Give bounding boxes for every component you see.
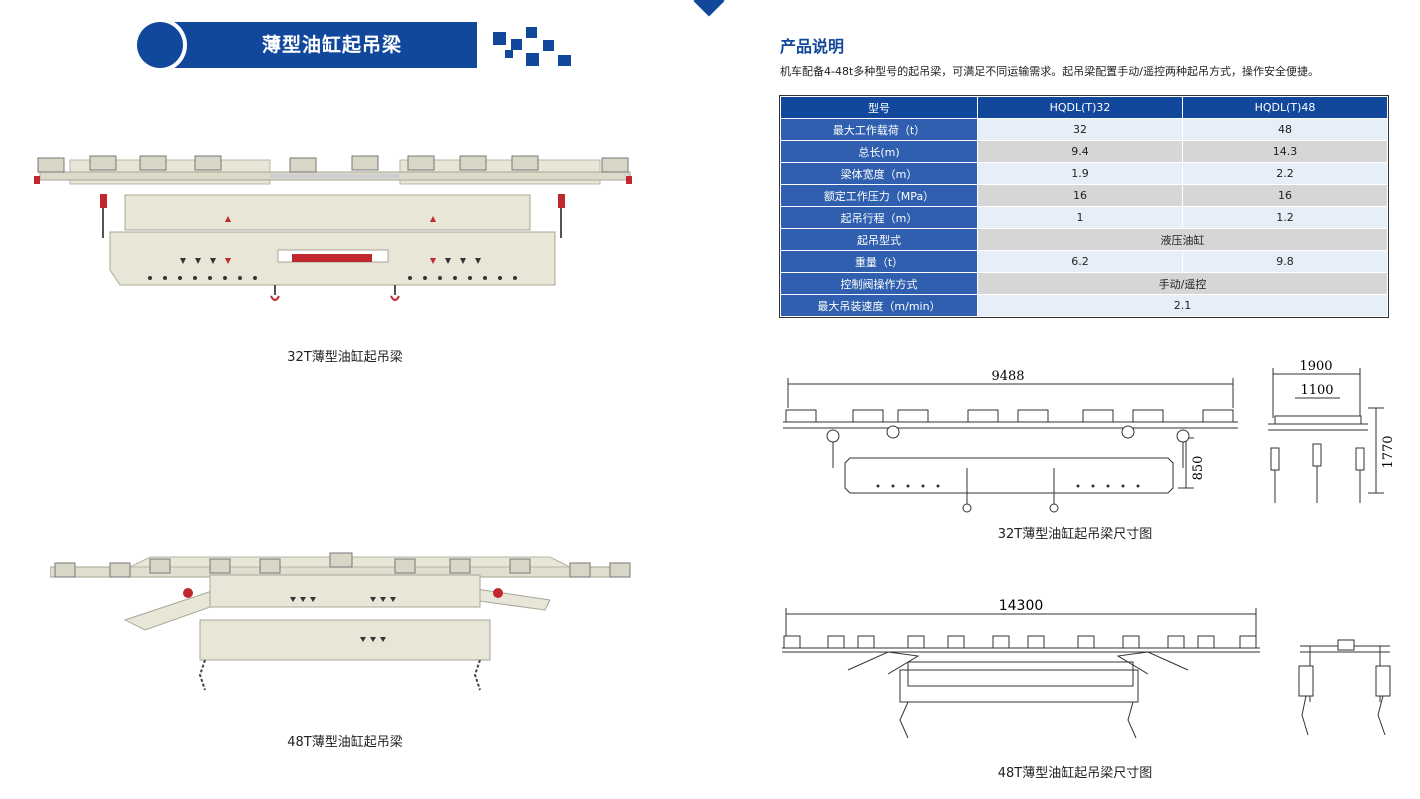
row-value-48t: 14.3 bbox=[1182, 140, 1388, 163]
header-48t: HQDL(T)48 bbox=[1182, 96, 1388, 119]
row-value-32t: 16 bbox=[977, 184, 1183, 207]
header-32t: HQDL(T)32 bbox=[977, 96, 1183, 119]
row-label: 总长(m) bbox=[780, 140, 978, 163]
table-row: 最大工作载荷（t） 32 48 bbox=[780, 118, 1388, 141]
row-value-48t: 16 bbox=[1182, 184, 1388, 207]
row-value-merged: 手动/遥控 bbox=[977, 272, 1388, 295]
caption-drawing-32t: 32T薄型油缸起吊梁尺寸图 bbox=[997, 527, 1153, 542]
banner-bar bbox=[157, 22, 477, 68]
dim-total-height-32t: 1770 bbox=[1381, 435, 1396, 468]
table-row: 起吊型式 液压油缸 bbox=[780, 228, 1388, 251]
drawing-32t: 9488 850 1900 1100 1770 bbox=[783, 359, 1396, 513]
table-row: 梁体宽度（m） 1.9 2.2 bbox=[780, 162, 1388, 185]
row-label: 控制阀操作方式 bbox=[780, 272, 978, 295]
row-value-48t: 48 bbox=[1182, 118, 1388, 141]
dim-width-outer-32t: 1900 bbox=[1299, 359, 1332, 374]
row-label: 最大工作载荷（t） bbox=[780, 118, 978, 141]
section-title: 产品说明 bbox=[780, 37, 845, 56]
table-row: 重量（t） 6.2 9.8 bbox=[780, 250, 1388, 273]
section-description: 机车配备4-48t多种型号的起吊梁，可满足不同运输需求。起吊梁配置手动/遥控两种… bbox=[780, 65, 1319, 78]
row-value-merged: 液压油缸 bbox=[977, 228, 1388, 251]
row-label: 最大吊装速度（m/min） bbox=[780, 294, 978, 317]
dim-length-48t: 14300 bbox=[999, 598, 1044, 614]
beam-32t-image bbox=[34, 155, 632, 301]
dim-width-inner-32t: 1100 bbox=[1300, 383, 1333, 398]
section-banner: 薄型油缸起吊梁 bbox=[137, 22, 477, 68]
caption-32t: 32T薄型油缸起吊梁 bbox=[287, 350, 403, 365]
table-row: 控制阀操作方式 手动/遥控 bbox=[780, 272, 1388, 295]
dim-height-32t: 850 bbox=[1191, 456, 1206, 481]
row-value-48t: 1.2 bbox=[1182, 206, 1388, 229]
table-row: 额定工作压力（MPa） 16 16 bbox=[780, 184, 1388, 207]
header-model: 型号 bbox=[780, 96, 978, 119]
table-header-row: 型号 HQDL(T)32 HQDL(T)48 bbox=[780, 96, 1388, 119]
drawing-48t: 14300 bbox=[782, 598, 1391, 739]
banner-title: 薄型油缸起吊梁 bbox=[261, 34, 402, 56]
banner-circle bbox=[137, 22, 183, 68]
top-diamond-marker bbox=[693, 0, 725, 17]
caption-drawing-48t: 48T薄型油缸起吊梁尺寸图 bbox=[997, 766, 1153, 781]
table-row: 起吊行程（m） 1 1.2 bbox=[780, 206, 1388, 229]
beam-48t-image bbox=[50, 552, 631, 691]
row-value-32t: 1 bbox=[977, 206, 1183, 229]
row-value-merged: 2.1 bbox=[977, 294, 1388, 317]
row-value-32t: 1.9 bbox=[977, 162, 1183, 185]
row-label: 梁体宽度（m） bbox=[780, 162, 978, 185]
table-row: 总长(m) 9.4 14.3 bbox=[780, 140, 1388, 163]
row-label: 起吊型式 bbox=[780, 228, 978, 251]
spec-table: 型号 HQDL(T)32 HQDL(T)48 最大工作载荷（t） 32 48 总… bbox=[779, 95, 1389, 318]
row-value-32t: 32 bbox=[977, 118, 1183, 141]
row-value-32t: 6.2 bbox=[977, 250, 1183, 273]
row-value-48t: 9.8 bbox=[1182, 250, 1388, 273]
caption-48t: 48T薄型油缸起吊梁 bbox=[287, 735, 403, 750]
row-value-48t: 2.2 bbox=[1182, 162, 1388, 185]
dim-length-32t: 9488 bbox=[991, 369, 1024, 384]
row-label: 重量（t） bbox=[780, 250, 978, 273]
row-label: 起吊行程（m） bbox=[780, 206, 978, 229]
table-row: 最大吊装速度（m/min） 2.1 bbox=[780, 294, 1388, 317]
row-label: 额定工作压力（MPa） bbox=[780, 184, 978, 207]
row-value-32t: 9.4 bbox=[977, 140, 1183, 163]
